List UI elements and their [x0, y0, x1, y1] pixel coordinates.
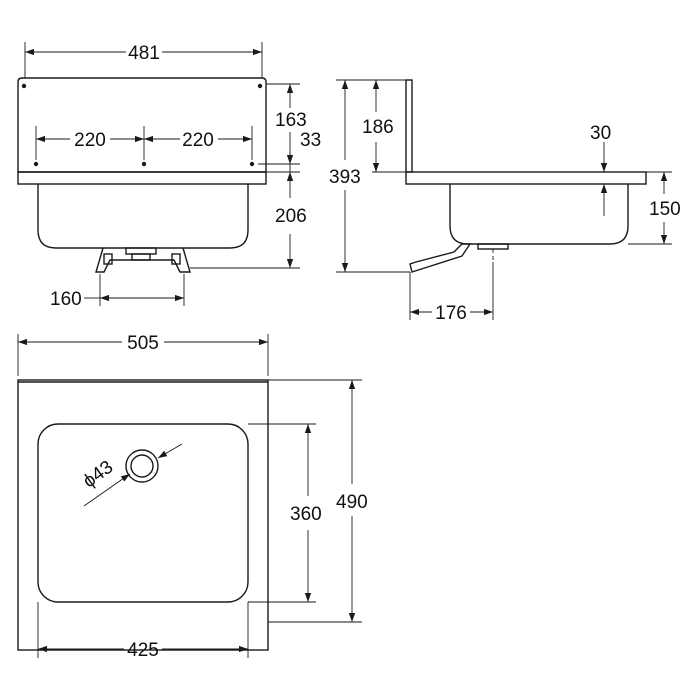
dim-481: 481: [128, 43, 160, 64]
dim-206: 206: [275, 206, 307, 227]
top-view: ϕ43 505 490 360 425: [17, 333, 368, 661]
side-view: 186 393 30 150 176: [329, 79, 681, 324]
dim-30: 30: [590, 123, 611, 144]
dim-150: 150: [649, 199, 681, 220]
front-view: 481 220 220 163 33 206 160: [17, 42, 321, 310]
dim-160: 160: [50, 289, 82, 310]
dim-220-left: 220: [74, 130, 106, 151]
dim-176: 176: [435, 303, 467, 324]
dim-33: 33: [300, 130, 321, 151]
dim-360: 360: [290, 504, 322, 525]
dim-425: 425: [127, 640, 159, 661]
dim-163: 163: [275, 110, 307, 131]
dim-490: 490: [336, 492, 368, 513]
dim-505: 505: [127, 333, 159, 354]
dim-393: 393: [329, 167, 361, 188]
dim-186: 186: [362, 117, 394, 138]
dim-220-right: 220: [182, 130, 214, 151]
